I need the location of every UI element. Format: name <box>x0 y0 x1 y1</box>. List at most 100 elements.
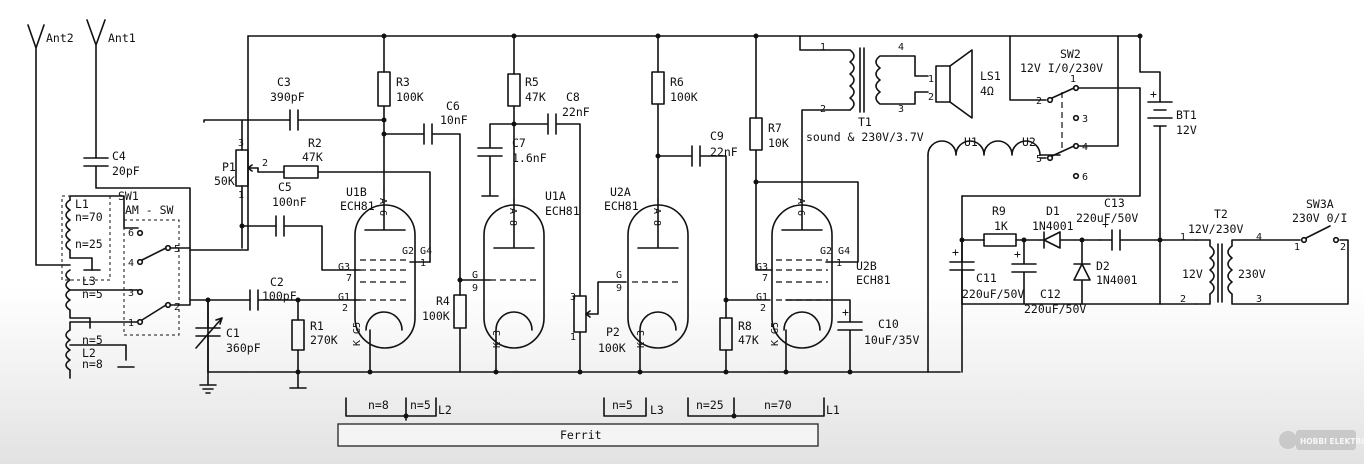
sw2-pin3: 3 <box>1082 114 1088 125</box>
u1a-type: ECH81 <box>545 204 580 218</box>
ls1-pin2: 2 <box>928 92 934 103</box>
sw3a-pin1: 1 <box>1294 242 1300 253</box>
u1a-anode: A 8 <box>507 208 518 226</box>
diode-d2 <box>1073 239 1091 305</box>
c3-value: 390pF <box>270 90 305 104</box>
c2-ref: C2 <box>270 275 284 289</box>
ferrite-n25: n=25 <box>696 398 724 412</box>
p1-ref: P1 <box>222 160 236 174</box>
t1-ref: T1 <box>858 115 872 129</box>
resistor-r4 <box>453 277 491 373</box>
c13-value: 220uF/50V <box>1076 211 1138 225</box>
r3-value: 100K <box>396 90 424 104</box>
bt1-ref: BT1 <box>1176 108 1197 122</box>
u2a-grid: G <box>616 270 622 281</box>
capacitor-c8 <box>513 113 581 297</box>
c13-ref: C13 <box>1104 196 1125 210</box>
p2-value: 100K <box>598 341 626 355</box>
c1-value: 360pF <box>226 341 261 355</box>
u1b-anode: A 6 <box>377 198 388 216</box>
ferrite-rod <box>337 423 819 447</box>
sw1-pin2: 2 <box>174 302 180 313</box>
heater-filaments <box>927 140 1061 373</box>
c7-value: 1.6nF <box>512 151 547 165</box>
c10-plus: + <box>842 305 849 319</box>
potentiometer-p1 <box>203 119 291 227</box>
sw1-ref: SW1 <box>118 189 139 203</box>
r5-value: 47K <box>525 90 546 104</box>
u1b-pin1: 1 <box>420 258 426 269</box>
capacitor-c4 <box>83 157 191 249</box>
c5-ref: C5 <box>278 180 292 194</box>
l2-n5: n=5 <box>82 333 103 347</box>
r2-value: 47K <box>302 150 323 164</box>
l1-n70: n=70 <box>75 210 103 224</box>
resistor-r6 <box>651 35 665 201</box>
supply-top-wire <box>961 87 1141 197</box>
p1-value: 50K <box>214 174 235 188</box>
ferrite-n70: n=70 <box>764 398 792 412</box>
coil-l3 <box>65 269 139 329</box>
antenna-ant2 <box>27 24 71 266</box>
sw2-pin2: 2 <box>1036 96 1042 107</box>
watermark-text: HOBBI ELEKTRONIKA <box>1300 437 1364 446</box>
u2b-type: ECH81 <box>856 273 891 287</box>
u1a-ref: U1A <box>545 189 566 203</box>
c7-ref: C7 <box>512 136 526 150</box>
tube-u2a <box>627 199 689 373</box>
bt1-value: 12V <box>1176 123 1197 137</box>
ls1-value: 4Ω <box>980 84 994 98</box>
battery-bt1 <box>1137 33 1197 305</box>
sw1-pin3: 3 <box>128 288 134 299</box>
c12-ref: C12 <box>1040 287 1061 301</box>
l2-label: L2 <box>82 346 96 360</box>
c9-value: 22nF <box>710 145 738 159</box>
sw2-pin6: 6 <box>1082 172 1088 183</box>
c10-value: 10uF/35V <box>864 333 919 347</box>
u2a-cathode: K 3 <box>636 330 647 348</box>
ant2-label: Ant2 <box>46 31 74 45</box>
c3-ref: C3 <box>277 75 291 89</box>
p2-pin3: 3 <box>570 292 576 303</box>
r6-ref: R6 <box>670 75 684 89</box>
u2b-g2g4: G2 G4 <box>820 246 850 257</box>
p2-ref: P2 <box>606 325 620 339</box>
c12-plus: + <box>1014 247 1021 261</box>
d2-value: 1N4001 <box>1096 273 1138 287</box>
t1-pin2: 2 <box>820 104 826 115</box>
u2b-cathode: K G5 <box>770 322 781 346</box>
rf-input-wire <box>189 247 251 301</box>
c11-value: 220uF/50V <box>962 287 1024 301</box>
u2a-pin9: 9 <box>616 283 622 294</box>
c8-value: 22nF <box>562 105 590 119</box>
capacitor-c12 <box>1011 239 1037 305</box>
tube-u1b <box>354 189 431 373</box>
ferrite-l3: L3 <box>650 403 664 417</box>
l1-label: L1 <box>75 197 89 211</box>
r2-ref: R2 <box>308 136 322 150</box>
sw1-pin6: 6 <box>128 228 134 239</box>
transformer-t2 <box>1195 239 1349 305</box>
d1-ref: D1 <box>1046 204 1060 218</box>
resistor-r3 <box>377 35 391 191</box>
speaker-ls1 <box>935 49 973 119</box>
r7-value: 10K <box>768 136 789 150</box>
r1-ref: R1 <box>310 319 324 333</box>
c1-ref: C1 <box>226 326 240 340</box>
resistor-r1 <box>291 297 305 373</box>
r5-ref: R5 <box>525 75 539 89</box>
r9-ref: R9 <box>992 204 1006 218</box>
tube-u2b <box>771 199 833 373</box>
r3-ref: R3 <box>396 75 410 89</box>
heater-u1: U1 <box>964 135 978 149</box>
r8-ref: R8 <box>738 319 752 333</box>
c11-ref: C11 <box>976 271 997 285</box>
u2b-pin2: 2 <box>760 303 766 314</box>
c4-ref: C4 <box>112 149 126 163</box>
t1-pin3: 3 <box>898 104 904 115</box>
r8-value: 47K <box>738 333 759 347</box>
u1b-pin7: 7 <box>346 273 352 284</box>
resistor-r9 <box>961 233 1041 247</box>
u2b-g1: G1 <box>756 292 768 303</box>
